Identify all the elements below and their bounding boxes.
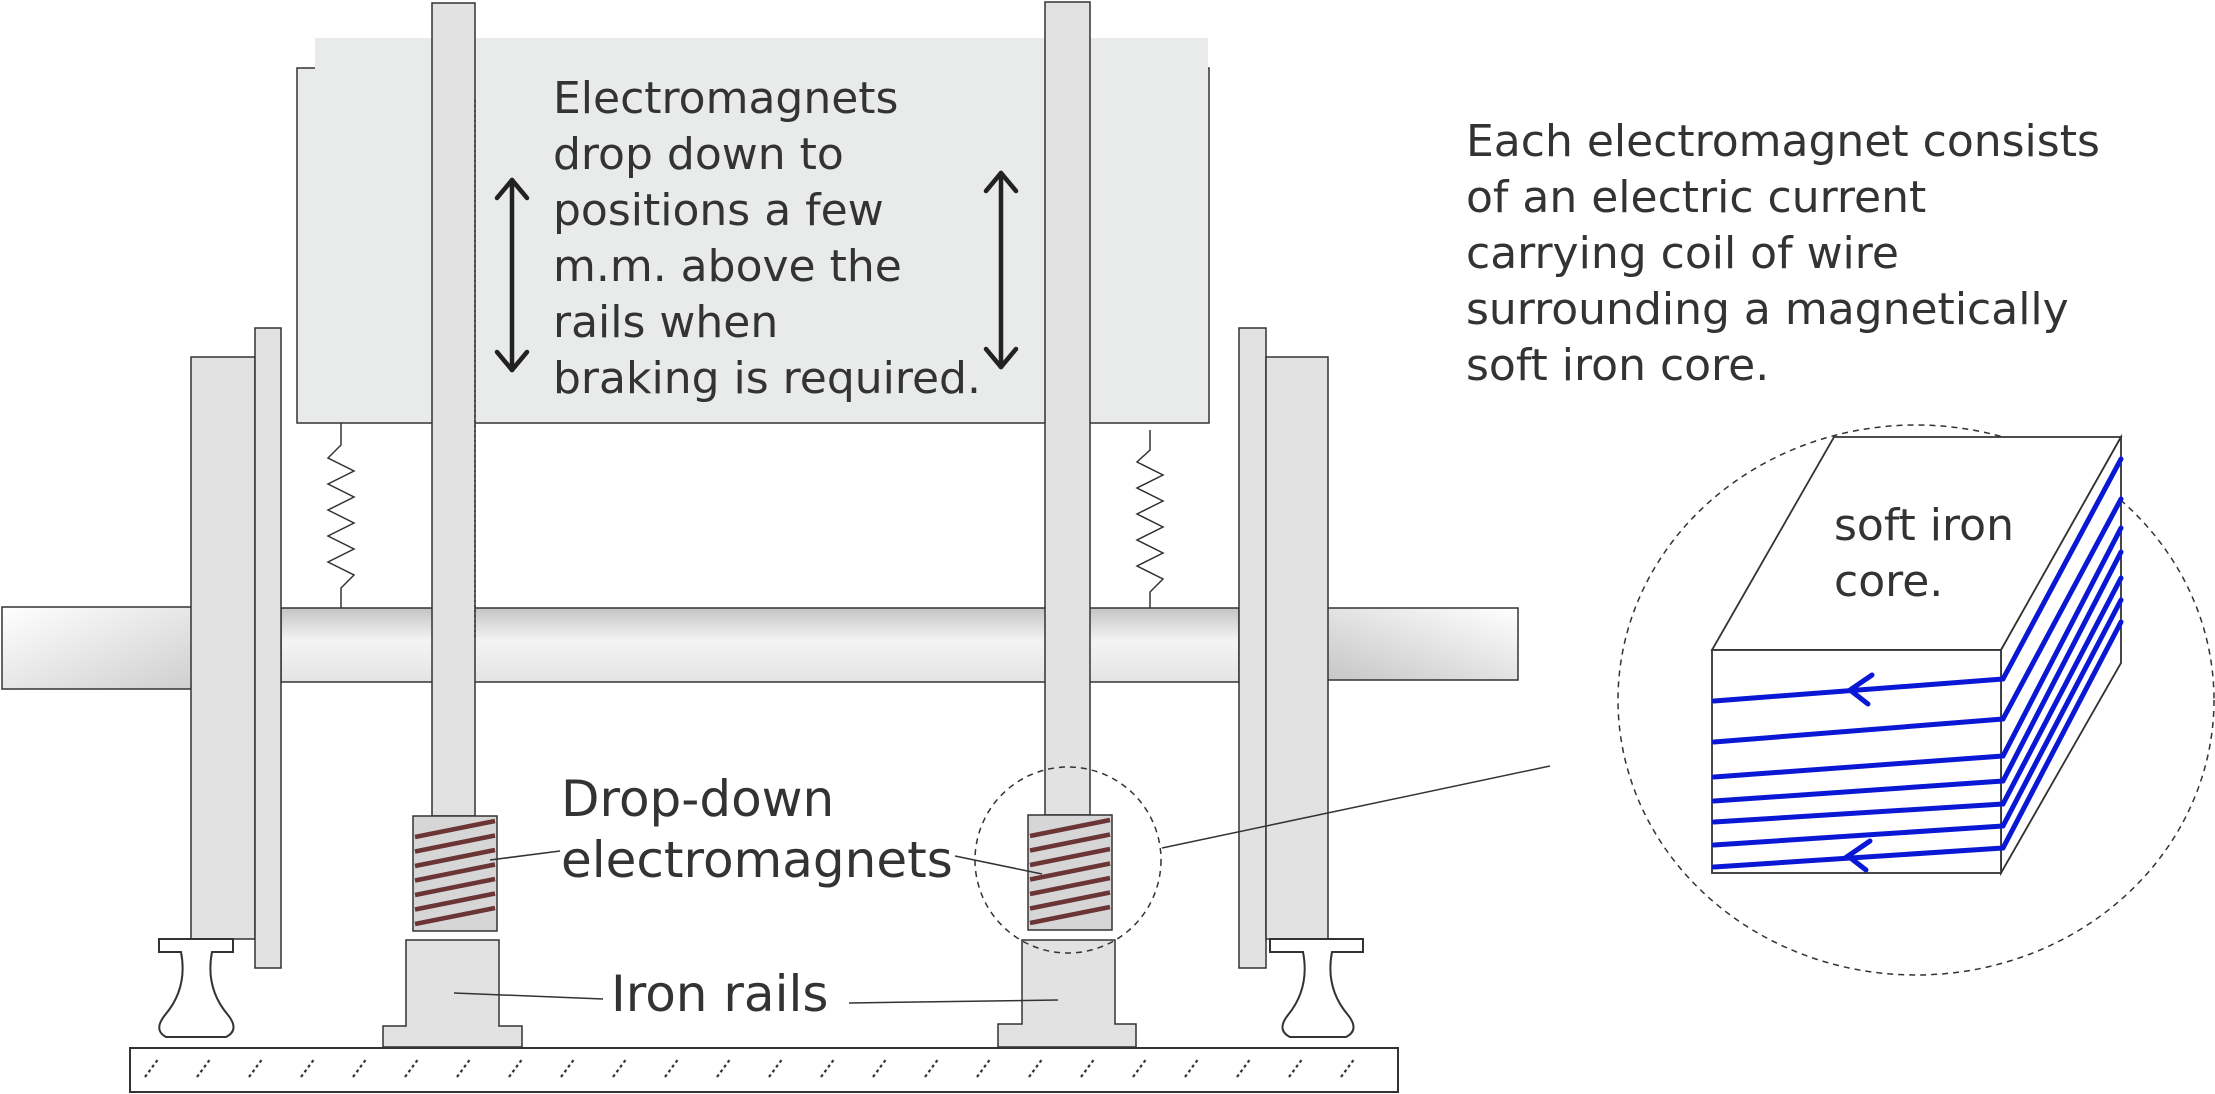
left-magnet-rod bbox=[431, 2, 476, 817]
coil-turn bbox=[1029, 861, 1111, 882]
electromagnets-label: Drop-down electromagnets bbox=[561, 770, 953, 889]
coil-turn bbox=[414, 876, 496, 898]
sleeper-hatch bbox=[1028, 1057, 1044, 1078]
sleeper-hatch bbox=[1288, 1057, 1304, 1078]
coil-turn bbox=[1029, 875, 1111, 897]
right-magnet-rod bbox=[1044, 1, 1091, 816]
left-suspension-spring bbox=[326, 423, 356, 608]
electromagnets-leader-right bbox=[954, 855, 1043, 875]
sleeper-hatch bbox=[976, 1057, 992, 1078]
detail-circle bbox=[1617, 424, 2215, 976]
sleeper-hatch bbox=[404, 1057, 420, 1078]
sleeper-hatch bbox=[664, 1057, 680, 1078]
sleeper-hatch bbox=[924, 1057, 940, 1078]
coil-turn bbox=[414, 833, 496, 854]
callout-line bbox=[1161, 765, 1551, 849]
sleeper-hatch bbox=[1340, 1057, 1356, 1078]
sleeper-hatch bbox=[508, 1057, 524, 1078]
coil-turn bbox=[1029, 846, 1111, 868]
coil-windings bbox=[1711, 456, 2124, 873]
sleeper-hatch bbox=[872, 1057, 888, 1078]
left-electromagnet bbox=[412, 815, 498, 932]
sleeper-hatch bbox=[1132, 1057, 1148, 1078]
coil-turn bbox=[1029, 832, 1111, 853]
sleeper-hatch bbox=[820, 1057, 836, 1078]
coil-turn bbox=[414, 862, 496, 883]
sleeper-hatch bbox=[1080, 1057, 1096, 1078]
coil-turn bbox=[414, 847, 496, 869]
coil-turn bbox=[1029, 817, 1111, 839]
right-iron-rail bbox=[997, 939, 1137, 1048]
electromagnets-leader-left bbox=[489, 850, 561, 861]
rails-leader-left bbox=[453, 992, 604, 1000]
coil-turn bbox=[1029, 904, 1111, 926]
right-electromagnet bbox=[1027, 814, 1113, 931]
left-running-rail bbox=[158, 938, 235, 1038]
drop-description: Electromagnets drop down to positions a … bbox=[553, 73, 981, 404]
sleeper-hatch bbox=[1184, 1057, 1200, 1078]
sleeper-hatch bbox=[352, 1057, 368, 1078]
coil-turn bbox=[414, 818, 496, 840]
left-wheel bbox=[190, 327, 282, 969]
sleeper-hatch bbox=[456, 1057, 472, 1078]
coil-turn bbox=[414, 891, 496, 912]
sleeper-hatch bbox=[196, 1057, 212, 1078]
coil-turn bbox=[414, 905, 496, 927]
sleeper-hatch bbox=[612, 1057, 628, 1078]
rails-leader-right bbox=[848, 999, 1059, 1004]
left-iron-rail bbox=[382, 939, 523, 1048]
sleeper-hatch bbox=[248, 1057, 264, 1078]
sleeper-hatch bbox=[768, 1057, 784, 1078]
sleeper-hatch bbox=[716, 1057, 732, 1078]
right-drop-arrow bbox=[983, 170, 1019, 370]
soft-iron-core-label: soft iron core. bbox=[1834, 500, 2028, 607]
iron-rails-label: Iron rails bbox=[611, 965, 828, 1023]
right-wheel bbox=[1238, 327, 1329, 969]
right-running-rail bbox=[1269, 938, 1364, 1038]
right-suspension-spring bbox=[1135, 430, 1165, 612]
electromagnet-description: Each electromagnet consists of an electr… bbox=[1466, 116, 2114, 391]
sleeper-hatch bbox=[1236, 1057, 1252, 1078]
sleeper-hatch bbox=[300, 1057, 316, 1078]
sleeper-hatch bbox=[560, 1057, 576, 1078]
left-drop-arrow bbox=[494, 177, 530, 373]
sleeper bbox=[129, 1047, 1399, 1093]
coil-turn bbox=[1029, 890, 1111, 911]
sleeper-hatch bbox=[144, 1057, 160, 1078]
